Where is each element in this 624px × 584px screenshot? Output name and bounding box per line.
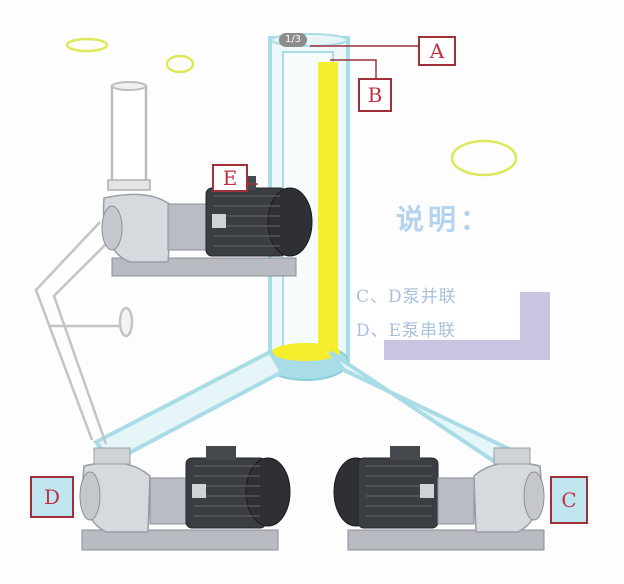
- image-counter-badge: 1/3: [279, 33, 307, 47]
- pump-e-inlet-tube: [107, 81, 151, 191]
- label-c: C: [550, 476, 588, 524]
- explanation-line-1: C、D泵并联: [356, 287, 457, 307]
- pump-c: [333, 446, 545, 551]
- label-d: D: [30, 476, 74, 518]
- label-a: A: [418, 36, 456, 66]
- explanation-line-2: D、E泵串联: [356, 321, 457, 341]
- left-branch-pipe: [92, 349, 285, 465]
- pump-e: [101, 176, 313, 277]
- label-e: E: [212, 164, 248, 192]
- explanation-title: 说明：: [396, 203, 493, 236]
- pump-d: [79, 446, 291, 551]
- grey-link-pipe: [34, 221, 134, 445]
- decor-ellipse-1: [65, 37, 109, 53]
- yellow-flow-bar: [318, 62, 338, 362]
- note-panel: [350, 276, 520, 340]
- label-b: B: [358, 78, 392, 112]
- decor-ellipse-3: [450, 139, 518, 177]
- decor-ellipse-2: [165, 54, 195, 74]
